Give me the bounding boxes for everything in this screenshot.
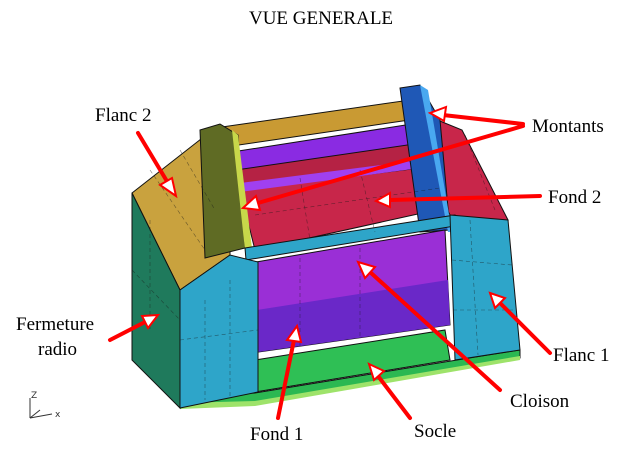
montant-right <box>399 84 451 233</box>
arrow-fond1 <box>276 338 296 420</box>
arrowhead-montants-right <box>427 105 448 123</box>
arrowhead-flanc2 <box>158 176 178 199</box>
arrowhead-fermeture <box>140 313 161 330</box>
arrow-fond2 <box>388 194 542 202</box>
arrow-montants-left <box>256 124 525 205</box>
arrow-fermeture <box>108 320 147 342</box>
arrowhead-cloison <box>356 260 377 280</box>
label-fond1: Fond 1 <box>250 424 303 445</box>
socle-front-strip <box>180 356 520 409</box>
label-socle: Socle <box>414 421 456 442</box>
label-fond2: Fond 2 <box>548 187 601 208</box>
diagram-title: VUE GENERALE <box>249 8 393 29</box>
arrowhead-montants-left <box>240 194 262 212</box>
arrowhead-flanc1 <box>488 291 507 310</box>
label-flanc2: Flanc 2 <box>95 105 151 126</box>
arrowhead-fond2 <box>373 191 391 209</box>
structure-model <box>131 84 521 410</box>
arrowhead-socle <box>367 362 386 382</box>
cloison-lower <box>257 280 450 352</box>
label-montants: Montants <box>532 116 604 137</box>
axis-triad: Z x <box>29 391 61 420</box>
arrowhead-fond1 <box>285 323 303 344</box>
arrow-montants-right <box>441 113 525 126</box>
montant-left-edge <box>232 130 252 250</box>
label-flanc1: Flanc 1 <box>553 345 609 366</box>
arrow-flanc1 <box>498 301 552 355</box>
axis-y-line <box>29 409 41 419</box>
arrow-cloison <box>368 270 502 392</box>
labels: Flanc 2 Montants Fond 2 Fermeture radio … <box>16 105 609 445</box>
axis-x-line <box>29 413 53 419</box>
arrow-flanc2 <box>136 131 170 185</box>
arrow-socle <box>376 374 412 420</box>
label-fermeture-line2: radio <box>38 339 77 360</box>
montant-right-edge <box>420 85 452 232</box>
label-cloison: Cloison <box>510 391 570 412</box>
axis-z-label: Z <box>31 391 37 401</box>
callout-arrows <box>108 105 552 420</box>
mesh-lines <box>131 134 516 400</box>
flanc1-panel <box>449 214 521 361</box>
axis-x-label: x <box>55 410 61 420</box>
label-fermeture-line1: Fermeture <box>16 314 94 335</box>
fond1-left-panel <box>179 254 259 409</box>
